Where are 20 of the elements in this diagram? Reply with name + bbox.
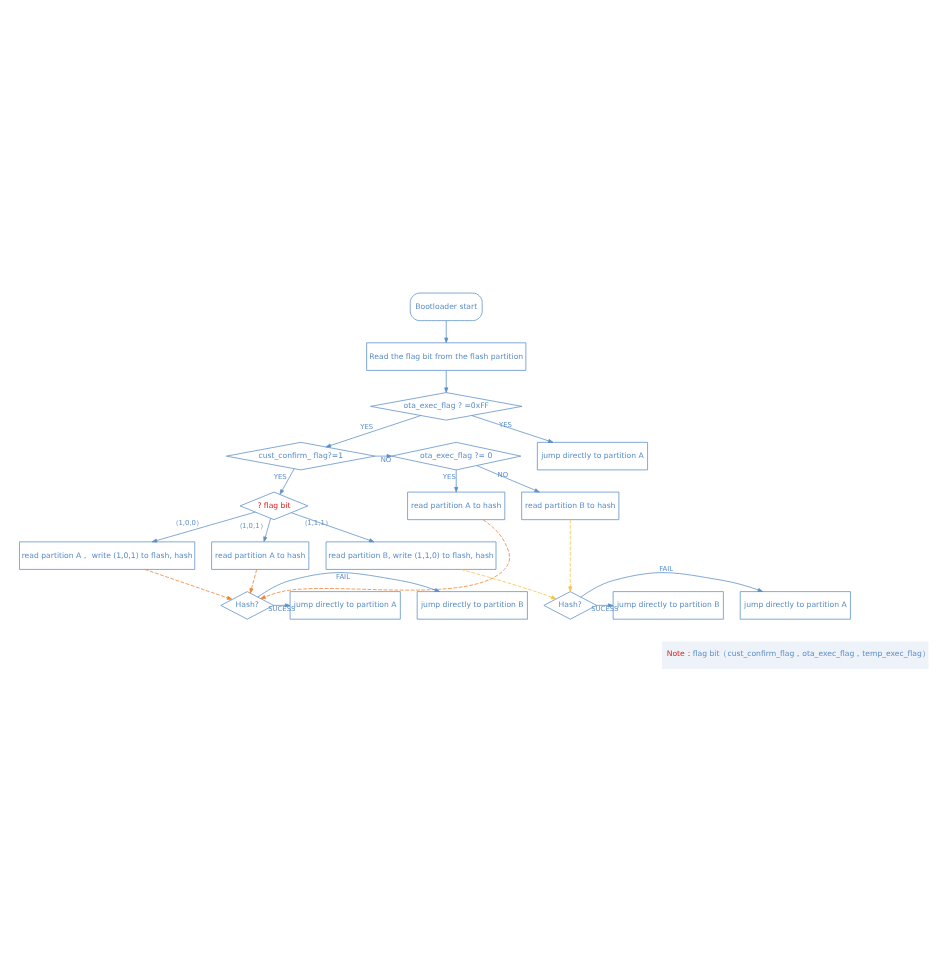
arrow bbox=[444, 370, 449, 393]
arrow bbox=[471, 415, 554, 443]
arrow bbox=[279, 468, 295, 495]
arrow bbox=[580, 572, 763, 598]
arrow bbox=[144, 569, 233, 600]
arrow bbox=[460, 569, 557, 600]
arrow bbox=[263, 517, 272, 542]
arrow bbox=[260, 519, 510, 599]
arrow bbox=[444, 320, 449, 344]
arrow bbox=[273, 603, 291, 608]
arrow bbox=[476, 465, 540, 493]
arrow bbox=[257, 572, 440, 598]
arrow bbox=[151, 511, 256, 543]
arrow bbox=[374, 454, 392, 459]
arrow bbox=[290, 512, 375, 543]
arrow bbox=[568, 519, 573, 592]
arrow bbox=[596, 603, 614, 608]
arrow bbox=[325, 415, 422, 448]
arrow bbox=[454, 469, 459, 493]
arrow bbox=[249, 569, 258, 594]
